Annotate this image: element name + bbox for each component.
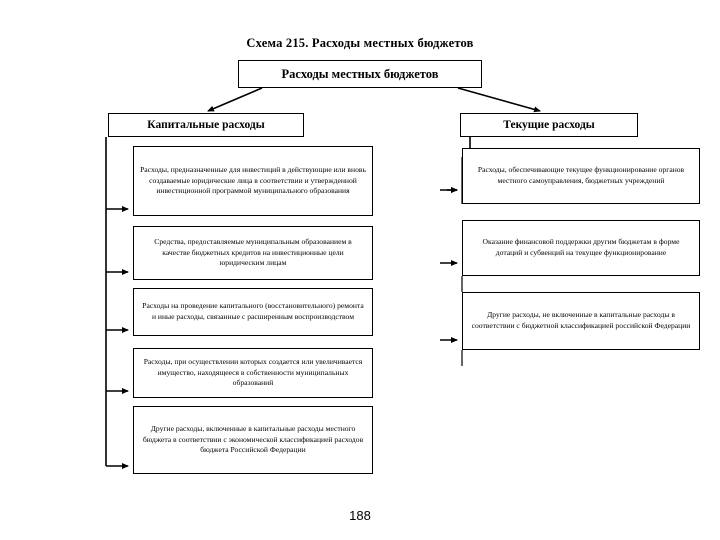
page-title: Схема 215. Расходы местных бюджетов xyxy=(246,36,474,50)
root-node: Расходы местных бюджетов xyxy=(238,60,482,88)
capital-item-2: Средства, предоставляемые муниципальным … xyxy=(133,226,373,280)
capital-item-5: Другие расходы, включенные в капитальные… xyxy=(133,406,373,474)
capital-item-4: Расходы, при осуществлении которых созда… xyxy=(133,348,373,398)
category-current: Текущие расходы xyxy=(460,113,638,137)
category-capital: Капитальные расходы xyxy=(108,113,304,137)
page-number: 188 xyxy=(349,508,371,523)
current-item-3: Другие расходы, не включенные в капиталь… xyxy=(462,292,700,350)
current-item-2: Оказание финансовой поддержки другим бюд… xyxy=(462,220,700,276)
capital-item-1: Расходы, предназначенные для инвестиций … xyxy=(133,146,373,216)
capital-item-3: Расходы на проведение капитального (восс… xyxy=(133,288,373,336)
current-item-1: Расходы, обеспечивающие текущее функцион… xyxy=(462,148,700,204)
